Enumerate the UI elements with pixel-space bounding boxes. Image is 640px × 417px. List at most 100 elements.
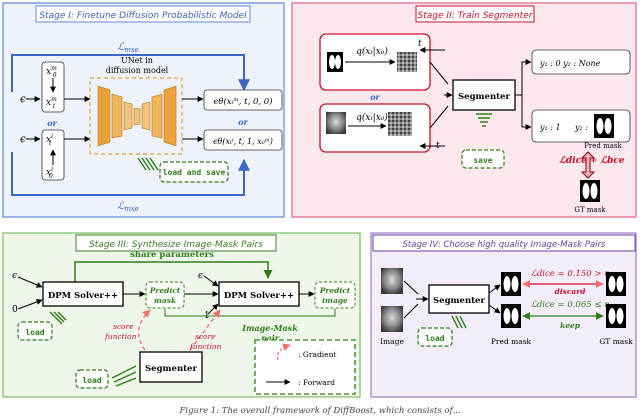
eps2-to-solver2 (203, 275, 219, 287)
bottom-result-1: y₁ : 1 (539, 123, 561, 132)
input-image-thumb-1 (381, 268, 403, 294)
stage1-loss-bottom: ℒmse (117, 201, 139, 213)
image-noisy-thumb (388, 112, 412, 136)
solver1-label: DPM Solver++ (48, 291, 118, 301)
legend-gradient: : Gradient (298, 350, 336, 359)
stage2-segmenter: Segmenter (458, 92, 510, 102)
stage3-title: Stage III: Synthesize Image-Mask Pairs (89, 240, 263, 250)
stage3-segmenter: Segmenter (145, 364, 197, 374)
stage2-gt-mask-label: GT mask (574, 206, 606, 214)
stage2-pred-mask-label: Pred mask (584, 142, 622, 150)
score-arrow-2 (189, 309, 221, 351)
output-box-image (203, 129, 283, 151)
stage4-segmenter-box (428, 284, 490, 314)
score1-label-1: score (113, 322, 134, 331)
img2-to-seg (403, 303, 419, 319)
stage3-load1-bars (49, 311, 67, 325)
stage1-title-box (35, 5, 251, 23)
stage2-dash-bars (476, 113, 492, 127)
stage2-panel: Stage II: Train Segmenter q(xₜ|x₀) t or … (291, 2, 637, 218)
stage1-eps-top: ϵ (20, 94, 26, 105)
stage4-load-label: load (425, 334, 444, 343)
unet-frame (89, 77, 183, 155)
stage3-segmenter-box (139, 351, 203, 383)
q-top-label: q(xₜ|x₀) (356, 46, 388, 57)
score2-label-1: score (195, 332, 216, 341)
stage1-or-right: or (238, 117, 248, 127)
predict-mask-label-1: Predict (149, 286, 181, 295)
load2-box (75, 369, 109, 389)
score2-label-2: function (189, 342, 222, 351)
load2-label: load (82, 376, 101, 385)
output-image-eps: ϵθ(xₜⁱ, t, 1, x₀ᵐ) (213, 137, 273, 146)
stage1-loss-top: ℒmse (117, 42, 139, 54)
img1-to-seg (403, 280, 419, 295)
output-mask-eps: ϵθ(xₜᵐ, t, 0, 0) (213, 96, 272, 107)
predict-image-label-1: Predict (319, 286, 351, 295)
seg-to-bottom-result (515, 94, 532, 130)
stage3-panel: Stage III: Synthesize Image-Mask Pairs s… (2, 232, 361, 398)
stage4-load-box (417, 327, 453, 347)
stage2-or: or (370, 92, 380, 102)
stage4-cond2: ℒdice = 0.065 ≤ η (531, 300, 610, 310)
bottom-result-2: y₂ : (574, 123, 588, 132)
zero-to-solver1 (17, 299, 43, 310)
score1-label-2: function (104, 332, 137, 341)
top-result-box (531, 49, 631, 75)
legend-box (254, 339, 356, 395)
stage3-title-box (75, 234, 277, 252)
output-box-mask (203, 89, 283, 111)
stage4-cond1: ℒdice = 0.150 > η (531, 269, 610, 279)
stage2-title: Stage II: Train Segmenter (418, 11, 534, 21)
loss-double-arrow (580, 151, 596, 179)
top-to-seg-line (429, 61, 449, 85)
stage2-title-box (415, 5, 535, 23)
load1-box (17, 321, 53, 341)
figure-caption: Figure 1: The overall framework of DiffB… (178, 406, 460, 416)
stage1-dash-bars (137, 157, 159, 171)
stage4-image-label: Image (380, 337, 404, 346)
bottom-to-seg-line (429, 105, 449, 129)
predict-image-label-2: image (322, 296, 348, 305)
input-image-thumb-2 (381, 306, 403, 332)
stage1-loss-loop-top (11, 54, 250, 92)
share-parameters-label: share parameters (130, 250, 214, 260)
pair-label-1: Image-Mask (241, 323, 298, 333)
stage1-eps-bottom: ϵ (20, 134, 26, 145)
load-and-save-label: load and save (163, 168, 226, 177)
solver2-label: DPM Solver++ (224, 291, 294, 301)
stage3-eps: ϵ (12, 271, 17, 281)
stage3-eps-2: ϵ (198, 271, 203, 281)
stage1-panel: Stage I: Finetune Diffusion Probabilisti… (2, 2, 285, 218)
pair-label-2: pair (261, 333, 280, 343)
predict-mask-label-2: mask (154, 296, 176, 305)
unet-icon (97, 85, 177, 147)
legend-gradient-arrow (276, 343, 291, 361)
stage2-loss: ℒdice + ℒbce (559, 156, 624, 166)
stage4-title-box (372, 234, 636, 252)
save-label: save (473, 156, 492, 165)
score-arrow-1 (138, 309, 151, 351)
load1-label: load (25, 328, 44, 337)
predict-mask-box (145, 281, 185, 309)
seg-to-pred2 (488, 304, 501, 314)
q-bottom-label: q(xₜ|x₀) (356, 112, 388, 123)
one-to-solver2 (207, 303, 219, 315)
stage4-panel: Stage IV: Choose high quality Image-Mask… (370, 232, 637, 398)
predict-image-box (314, 281, 356, 309)
stage1-loss-loop-bottom (11, 152, 250, 196)
mask-noisy-thumb (397, 52, 417, 72)
unet-label-2: diffusion model (106, 66, 169, 75)
stage4-discard: discard (555, 287, 587, 296)
stage4-load-bars (451, 315, 467, 329)
stage1-title: Stage I: Finetune Diffusion Probabilisti… (39, 11, 247, 21)
unet-label-1: UNet in (121, 56, 153, 65)
solver1-box (42, 281, 124, 307)
stage4-pred-mask-label: Pred mask (491, 337, 532, 346)
stage3-load2-bars (111, 365, 137, 387)
stage1-or: or (47, 118, 57, 128)
